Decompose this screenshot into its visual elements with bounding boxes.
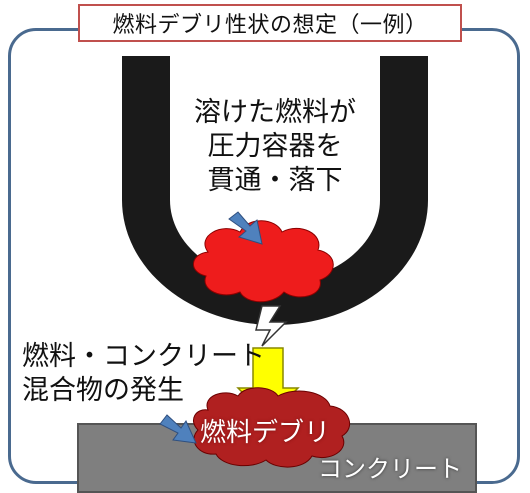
breach-lightning-icon bbox=[255, 305, 288, 347]
mixture-caption: 燃料・コンクリート 混合物の発生 bbox=[22, 340, 322, 408]
melt-caption-line-1: 溶けた燃料が bbox=[194, 97, 356, 128]
concrete-label: コンクリート bbox=[318, 455, 462, 483]
melt-caption-line-3: 貫通・落下 bbox=[207, 165, 343, 196]
diagram-title: 燃料デブリ性状の想定（一例） bbox=[112, 13, 428, 38]
molten-fuel-blob bbox=[193, 220, 334, 303]
mixture-caption-line-1: 燃料・コンクリート bbox=[22, 341, 265, 372]
pointer-arrow-debris-icon bbox=[159, 414, 197, 444]
fuel-debris-blob bbox=[193, 387, 351, 468]
mixture-caption-line-2: 混合物の発生 bbox=[22, 375, 184, 406]
melt-caption: 溶けた燃料が 圧力容器を 貫通・落下 bbox=[168, 96, 382, 198]
melt-caption-line-2: 圧力容器を bbox=[207, 131, 343, 162]
diagram-title-box: 燃料デブリ性状の想定（一例） bbox=[78, 4, 462, 42]
debris-label: 燃料デブリ bbox=[200, 418, 331, 448]
pointer-arrow-fuel-icon bbox=[228, 211, 263, 245]
